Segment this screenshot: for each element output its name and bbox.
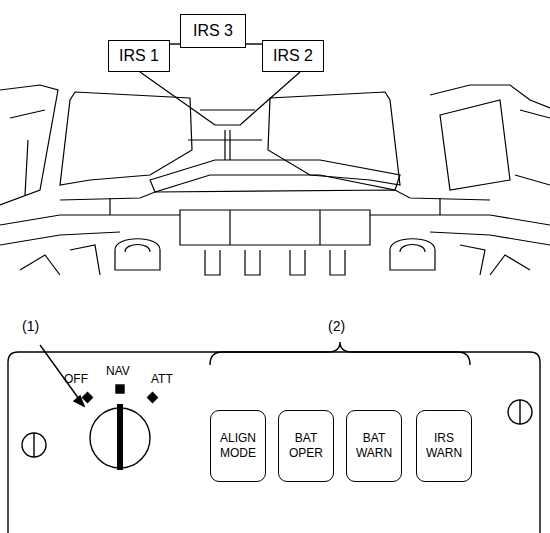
switch-position: NAV xyxy=(106,364,130,378)
node-label: BAT OPER xyxy=(283,431,329,461)
node-label: IRS 2 xyxy=(273,47,313,65)
node-label: IRS 1 xyxy=(119,47,159,65)
switch-position: ATT xyxy=(151,372,173,386)
irs-box: IRS 1 xyxy=(108,40,170,72)
node-label: IRS WARN xyxy=(421,431,467,461)
irs-box: IRS 3 xyxy=(180,14,246,48)
node-label: BAT WARN xyxy=(351,431,397,461)
irs-box: IRS 2 xyxy=(262,40,324,72)
annunciator-button: BAT WARN xyxy=(346,410,402,482)
node-label: IRS 3 xyxy=(193,22,233,40)
switch-position: OFF xyxy=(64,372,88,386)
annunciator-button: BAT OPER xyxy=(278,410,334,482)
node-label: ALIGN MODE xyxy=(215,431,261,461)
connector-line xyxy=(170,43,180,44)
callout-number: (2) xyxy=(328,318,345,334)
annunciator-button: ALIGN MODE xyxy=(210,410,266,482)
callout-number: (1) xyxy=(22,318,39,334)
connector-line xyxy=(246,43,262,44)
annunciator-button: IRS WARN xyxy=(416,410,472,482)
